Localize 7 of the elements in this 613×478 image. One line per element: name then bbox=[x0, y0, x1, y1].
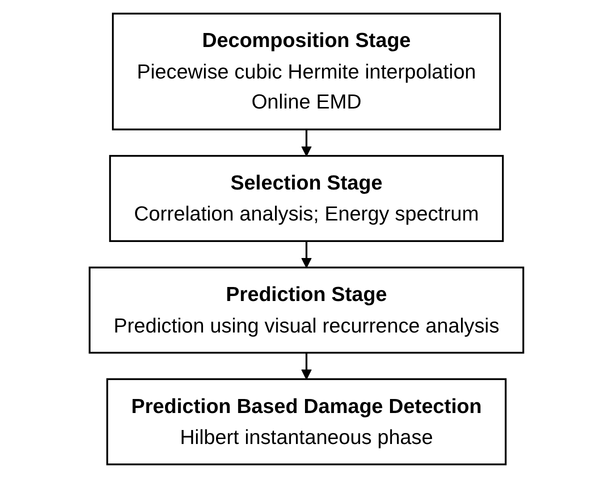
node-box: Prediction Based Damage Detection Hilbert instantaneous phase bbox=[106, 378, 507, 466]
node-box: Decomposition Stage Piecewise cubic Hermite interpolation Online EMD bbox=[112, 12, 501, 130]
arrow bbox=[301, 241, 312, 268]
node-box: Selection Stage Correlation analysis; Energy spectrum bbox=[109, 154, 504, 242]
arrow bbox=[301, 352, 312, 380]
node-box: Prediction Stage Prediction using visual recurrence analysis bbox=[88, 266, 524, 354]
arrow bbox=[301, 129, 312, 156]
